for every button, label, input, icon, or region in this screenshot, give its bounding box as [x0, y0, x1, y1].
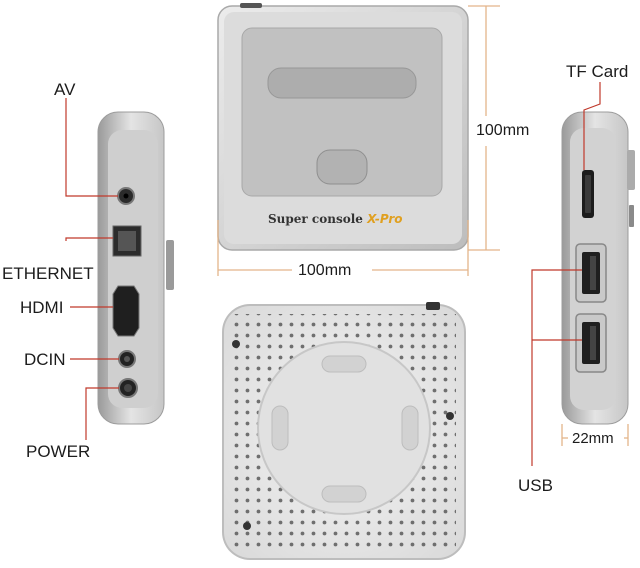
dimension-width: 100mm: [298, 262, 352, 279]
console-top-view: [217, 3, 469, 251]
model-mark: X-Pro: [367, 212, 403, 226]
label-av: AV: [54, 80, 76, 99]
console-name: Super console: [268, 212, 368, 226]
console-brand-label: Super console X-Pro: [268, 212, 403, 226]
console-left-side-view: [97, 111, 174, 425]
label-ethernet: ETHERNET: [2, 264, 94, 283]
label-dcin: DCIN: [24, 350, 66, 369]
console-right-side-view: [561, 111, 635, 425]
right-pointer-lines: [531, 82, 601, 466]
label-hdmi: HDMI: [20, 298, 64, 317]
label-usb: USB: [518, 476, 553, 495]
dimension-height: 100mm: [476, 122, 530, 139]
console-bottom-view: [222, 302, 466, 560]
left-pointer-lines: [65, 98, 119, 440]
dimension-depth: 22mm: [572, 430, 614, 447]
dimension-lines: [217, 5, 629, 446]
label-power: POWER: [26, 442, 91, 461]
label-tf-card: TF Card: [566, 62, 629, 81]
